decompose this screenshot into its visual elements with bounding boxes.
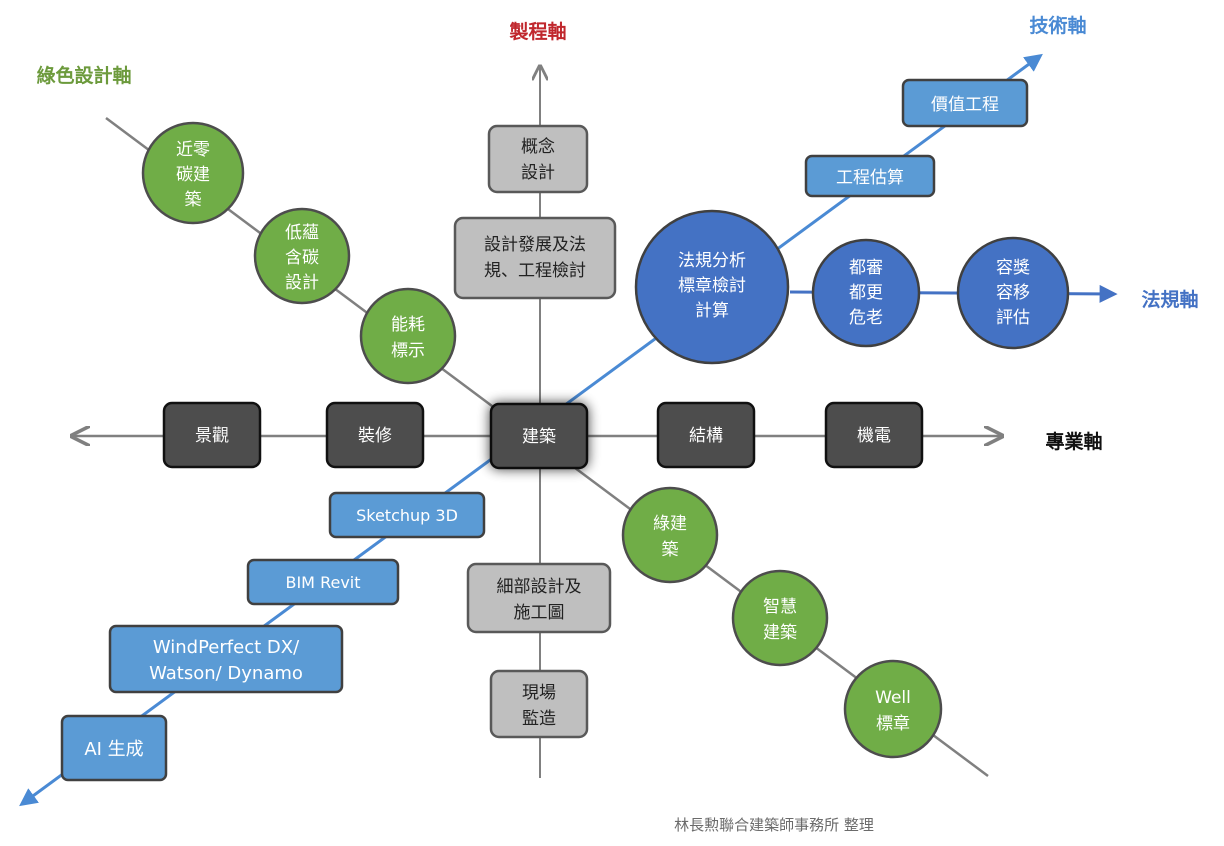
svg-text:概念: 概念 (521, 136, 555, 157)
green-axis-title: 綠色設計軸 (36, 64, 131, 87)
svg-text:標章: 標章 (876, 714, 910, 734)
technology-axis-title: 技術軸 (1029, 14, 1086, 37)
technology-node-bim-revit: BIM Revit (246, 558, 400, 606)
green-node-energy-label: 能耗 標示 (359, 287, 457, 385)
technology-node-value-engineering: 價值工程 (901, 78, 1029, 128)
svg-text:工程估算: 工程估算 (836, 168, 904, 188)
svg-text:機電: 機電 (857, 426, 891, 446)
svg-text:Watson/ Dynamo: Watson/ Dynamo (149, 663, 303, 684)
svg-text:建築: 建築 (763, 623, 797, 643)
svg-text:施工圖: 施工圖 (514, 603, 565, 623)
green-node-near-zero-carbon: 近零 碳建 築 (141, 121, 245, 225)
svg-text:BIM Revit: BIM Revit (285, 573, 360, 592)
svg-text:景觀: 景觀 (195, 426, 229, 446)
center-node-architecture: 建築 (489, 402, 589, 470)
technology-node-cost-estimation: 工程估算 (804, 154, 936, 198)
svg-text:標章檢討: 標章檢討 (678, 276, 746, 296)
professional-axis-title: 專業軸 (1045, 430, 1102, 453)
svg-text:規、工程檢討: 規、工程檢討 (484, 261, 586, 281)
process-axis-title: 製程軸 (508, 20, 566, 43)
svg-text:監造: 監造 (522, 709, 556, 729)
svg-text:評估: 評估 (996, 308, 1030, 328)
technology-node-ai-generation: AI 生成 (60, 714, 168, 782)
professional-node-mep: 機電 (824, 401, 924, 469)
process-node-detail-design: 細部設計及 施工圖 (466, 562, 612, 634)
process-node-concept: 概念 設計 (487, 124, 589, 194)
svg-text:近零: 近零 (176, 140, 210, 160)
svg-text:裝修: 裝修 (358, 426, 392, 446)
green-node-green-building: 綠建 築 (621, 486, 719, 584)
technology-node-windperfect: WindPerfect DX/ Watson/ Dynamo (108, 624, 344, 694)
svg-text:法規分析: 法規分析 (678, 251, 746, 271)
svg-text:計算: 計算 (695, 301, 729, 321)
svg-text:Well: Well (875, 688, 911, 708)
svg-text:危老: 危老 (849, 308, 883, 328)
svg-text:碳建: 碳建 (176, 165, 210, 185)
svg-text:能耗: 能耗 (391, 315, 425, 335)
process-node-supervision: 現場 監造 (489, 669, 589, 739)
svg-text:含碳: 含碳 (285, 248, 319, 268)
svg-text:設計: 設計 (521, 163, 555, 183)
svg-text:標示: 標示 (391, 341, 425, 361)
svg-text:都審: 都審 (849, 258, 883, 278)
svg-text:價值工程: 價值工程 (931, 95, 999, 115)
green-node-well-label: Well 標章 (843, 659, 943, 759)
svg-text:現場: 現場 (522, 683, 556, 703)
regulation-node-urban-review: 都審 都更 危老 (811, 238, 921, 348)
regulation-axis-title: 法規軸 (1141, 288, 1198, 311)
svg-text:綠建: 綠建 (653, 514, 687, 534)
regulation-node-analysis: 法規分析 標章檢討 計算 (634, 209, 790, 365)
svg-text:建築: 建築 (522, 427, 556, 447)
svg-text:築: 築 (185, 190, 202, 210)
professional-node-structure: 結構 (656, 401, 756, 469)
svg-text:容獎: 容獎 (996, 258, 1030, 278)
svg-text:築: 築 (662, 540, 679, 560)
green-node-smart-building: 智慧 建築 (731, 569, 829, 667)
svg-text:容移: 容移 (996, 283, 1030, 303)
svg-text:結構: 結構 (689, 426, 723, 446)
svg-text:細部設計及: 細部設計及 (497, 577, 582, 597)
professional-node-interior: 裝修 (325, 401, 425, 469)
professional-node-landscape: 景觀 (162, 401, 262, 469)
credit-text: 林長勲聯合建築師事務所 整理 (674, 816, 874, 834)
svg-text:低蘊: 低蘊 (285, 223, 319, 243)
svg-text:都更: 都更 (849, 283, 883, 303)
svg-text:Sketchup 3D: Sketchup 3D (356, 506, 458, 525)
svg-text:設計: 設計 (285, 273, 319, 293)
technology-node-sketchup: Sketchup 3D (328, 491, 486, 539)
svg-text:設計發展及法: 設計發展及法 (484, 235, 586, 255)
process-node-development: 設計發展及法 規、工程檢討 (453, 216, 617, 300)
regulation-node-bonus-transfer: 容獎 容移 評估 (956, 236, 1070, 350)
svg-text:WindPerfect DX/: WindPerfect DX/ (153, 637, 300, 658)
svg-text:AI 生成: AI 生成 (84, 739, 143, 760)
green-node-low-embodied-carbon: 低蘊 含碳 設計 (253, 207, 351, 305)
svg-text:智慧: 智慧 (763, 597, 797, 617)
